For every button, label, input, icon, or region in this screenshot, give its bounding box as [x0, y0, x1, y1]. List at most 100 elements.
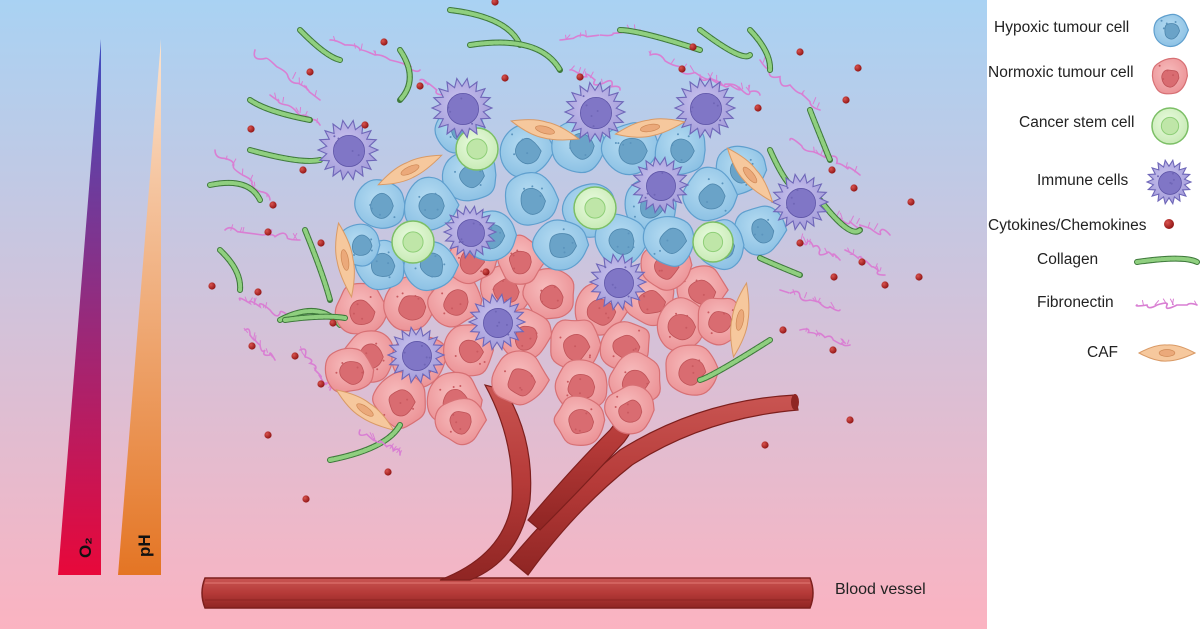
- normoxic-tumour-cell: [491, 350, 551, 406]
- blood-vessel-label: Blood vessel: [835, 581, 926, 598]
- cytokine-dot: [380, 38, 388, 46]
- collagen-strand: [327, 422, 403, 463]
- immune-cell: [442, 205, 498, 259]
- cytokine-dot: [491, 0, 499, 6]
- caf-cell: [726, 147, 774, 203]
- collagen-strand: [617, 27, 703, 53]
- caf-cell: [730, 281, 750, 359]
- hypoxic-tumour-cell: [504, 171, 560, 226]
- normoxic-cell-icon: [1151, 57, 1189, 95]
- immune-cell: [588, 253, 648, 311]
- normoxic-tumour-cell: [656, 297, 705, 353]
- legend-label-immune: Immune cells: [1037, 172, 1129, 189]
- cancer-stem-cell: [573, 186, 617, 230]
- fibronectin-strand: [214, 149, 271, 201]
- cytokine-dot: [881, 281, 889, 289]
- cytokine-dot: [291, 352, 299, 360]
- cytokine-dot: [829, 346, 837, 354]
- cytokine-dot: [796, 48, 804, 56]
- hypoxic-tumour-cell: [594, 213, 650, 268]
- legend-label-caf: CAF: [1087, 344, 1118, 361]
- caf-cell: [509, 119, 581, 141]
- collagen-strand: [217, 247, 244, 293]
- immune-cell: [630, 156, 690, 214]
- collagen-strand: [447, 7, 523, 48]
- cytokine-dot: [329, 319, 337, 327]
- fibronectin-strand: [829, 210, 891, 236]
- cytokine-dot: [846, 416, 854, 424]
- legend-label-collagen: Collagen: [1037, 251, 1099, 268]
- cytokine-dot: [482, 268, 490, 276]
- collagen-strand: [697, 337, 773, 383]
- cytokine-dot: [779, 326, 787, 334]
- fibronectin-strand: [253, 49, 321, 101]
- cancer-stem-cell: [391, 220, 435, 264]
- cytokine-dot: [384, 468, 392, 476]
- immune-cell: [316, 119, 380, 181]
- cytokine-dot: [247, 125, 255, 133]
- collagen-strand: [747, 27, 774, 73]
- normoxic-tumour-cell: [550, 319, 602, 370]
- collagen-strand: [302, 227, 333, 303]
- cytokine-dot: [796, 239, 804, 247]
- hypoxic-tumour-cell: [654, 121, 706, 176]
- fibronectin-strand: [799, 233, 841, 261]
- cytokine-dot: [842, 96, 850, 104]
- normoxic-tumour-cell: [604, 384, 655, 435]
- immune-cell: [386, 326, 446, 384]
- cytokine-dot: [248, 342, 256, 350]
- cytokine-dot: [850, 184, 858, 192]
- normoxic-tumour-cell: [427, 275, 483, 328]
- fibronectin-strand: [358, 429, 403, 456]
- collagen-strand: [247, 147, 323, 164]
- cytokine-dot: [689, 43, 697, 51]
- immune-cell: [467, 293, 527, 351]
- ph-gradient-label: pH: [135, 534, 154, 557]
- cytokine-dot: [306, 68, 314, 76]
- cytokine-dot: [208, 282, 216, 290]
- cytokine-dot: [761, 441, 769, 449]
- cytokine-dot: [302, 495, 310, 503]
- legend-label-fibronectin: Fibronectin: [1037, 294, 1114, 311]
- cytokine-dot: [254, 288, 262, 296]
- cytokine-dot: [754, 104, 762, 112]
- cytokine-dot: [317, 380, 325, 388]
- cytokine-dot: [828, 166, 836, 174]
- cytokine-dot: [907, 198, 915, 206]
- cytokine-dot: [858, 258, 866, 266]
- fibronectin-strand-icon: [1135, 298, 1198, 310]
- normoxic-tumour-cell: [324, 347, 375, 393]
- cytokine-dot: [854, 64, 862, 72]
- collagen-strand: [817, 197, 863, 235]
- oxygen-gradient-wedge: [58, 39, 101, 575]
- collagen-strand: [397, 47, 413, 103]
- collagen-strand: [297, 27, 343, 63]
- cytokine-dot: [416, 82, 424, 90]
- caf-cell: [335, 221, 355, 299]
- cytokine-dot: [269, 201, 277, 209]
- fibronectin-strand: [799, 327, 851, 347]
- cancer-stem-cell: [455, 127, 499, 171]
- stem-cell-icon: [1151, 107, 1189, 145]
- hypoxic-tumour-cell: [682, 166, 739, 222]
- immune-cell: [673, 77, 737, 139]
- cancer-stem-cell: [692, 221, 734, 263]
- normoxic-tumour-cell: [434, 397, 488, 446]
- collagen-strand: [467, 39, 563, 73]
- cytokine-dot: [915, 273, 923, 281]
- collagen-strand-icon: [1134, 255, 1200, 265]
- cytokine-dot: [264, 431, 272, 439]
- fibronectin-strand: [648, 50, 741, 91]
- hypoxic-tumour-cell: [499, 124, 556, 178]
- caf-cell: [377, 154, 443, 186]
- collagen-strand: [282, 313, 348, 323]
- legend-label-cytokines: Cytokines/Chemokines: [988, 217, 1147, 234]
- cytokine-dot: [830, 273, 838, 281]
- immune-cell: [770, 173, 830, 231]
- legend-label-hypoxic: Hypoxic tumour cell: [994, 19, 1130, 36]
- hypoxic-tumour-cell: [403, 176, 460, 232]
- legend-label-normoxic: Normoxic tumour cell: [988, 64, 1134, 81]
- cytokine-dot: [299, 166, 307, 174]
